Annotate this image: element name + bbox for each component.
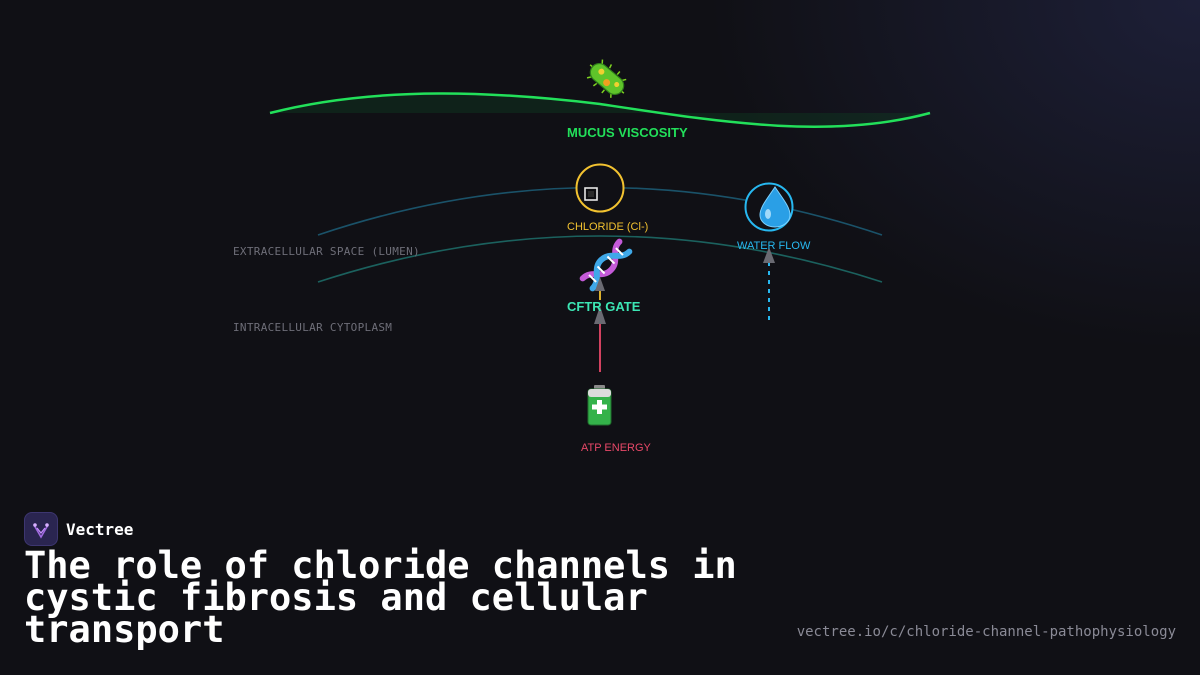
chloride-ion-icon-core (588, 191, 594, 197)
vectree-logo (24, 512, 58, 546)
cftr-gate-label: CFTR GATE (567, 299, 641, 314)
page-title: The role of chloride channels in cystic … (24, 544, 737, 651)
membrane-inner-arc (317, 235, 883, 283)
extracellular-space-label: EXTRACELLULAR SPACE (LUMEN) (233, 245, 420, 258)
water-flow-label: WATER FLOW (737, 240, 811, 252)
atp-arrowhead (594, 306, 606, 324)
atp-energy-label: ATP ENERGY (581, 442, 651, 454)
brand-name: Vectree (66, 519, 134, 539)
battery-icon (587, 385, 612, 426)
water-droplet-highlight (765, 209, 771, 219)
mucus-viscosity-curve (269, 92, 931, 129)
brand: Vectree (24, 512, 133, 546)
mucus-viscosity-label: MUCUS VISCOSITY (567, 125, 688, 140)
vectree-logo-icon (33, 523, 49, 539)
intracellular-cytoplasm-label: INTRACELLULAR CYTOPLASM (233, 321, 393, 334)
page-url: vectree.io/c/chloride-channel-pathophysi… (796, 624, 1176, 640)
microbe-icon (586, 59, 627, 98)
dna-icon (579, 238, 633, 292)
chloride-label: CHLORIDE (Cl-) (567, 221, 649, 233)
cftr-arrowhead (595, 277, 605, 291)
chloride-node-ring (575, 163, 625, 213)
water-flow-arrowhead (763, 247, 775, 263)
mucus-layer-fill (270, 93, 930, 127)
